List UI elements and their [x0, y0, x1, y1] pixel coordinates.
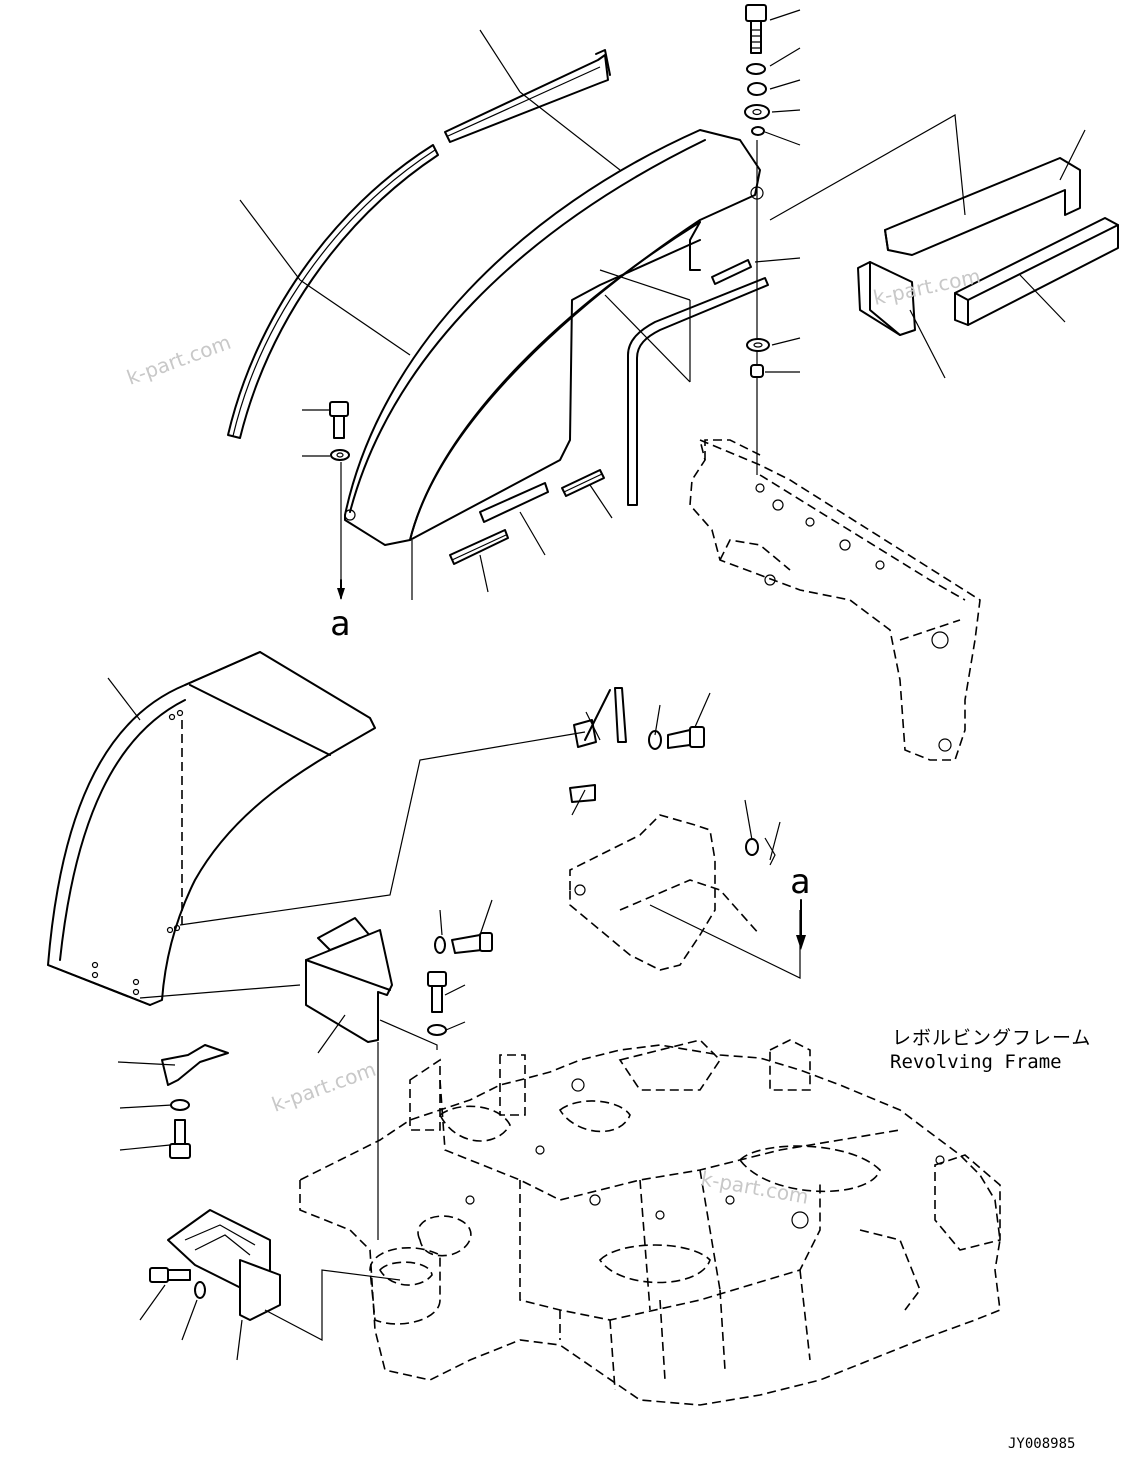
large-rear-fender [47, 651, 376, 1006]
cushion-pads [857, 157, 1119, 336]
upper-bolt-stack [744, 4, 770, 475]
curved-seal-strip [227, 144, 439, 439]
revolving-frame [299, 1039, 1001, 1406]
view-marker-upper: a [330, 604, 350, 644]
upper-left-bolt [329, 401, 350, 600]
watermark-1: k-part.com [124, 330, 235, 390]
view-arrow-right [796, 899, 806, 950]
small-seal-strips [449, 259, 752, 565]
upper-fender-cover [344, 129, 764, 546]
top-seal-strip [444, 49, 611, 143]
watermark-3: k-part.com [269, 1057, 380, 1117]
mid-cover-plate [305, 917, 493, 1240]
l-seal-strip [627, 277, 769, 506]
drawing-id: JY008985 [1008, 1436, 1075, 1452]
leader-lines [107, 9, 1086, 1361]
view-marker-middle: a [790, 862, 810, 902]
frame-label-en: Revolving Frame [890, 1051, 1062, 1073]
frame-label-jp: レボルビングフレーム [892, 1027, 1091, 1049]
step-plate [149, 1209, 401, 1341]
mid-bracket-assembly [569, 687, 776, 971]
upper-frame-bracket [689, 438, 981, 761]
left-lower-stay [161, 1044, 229, 1159]
